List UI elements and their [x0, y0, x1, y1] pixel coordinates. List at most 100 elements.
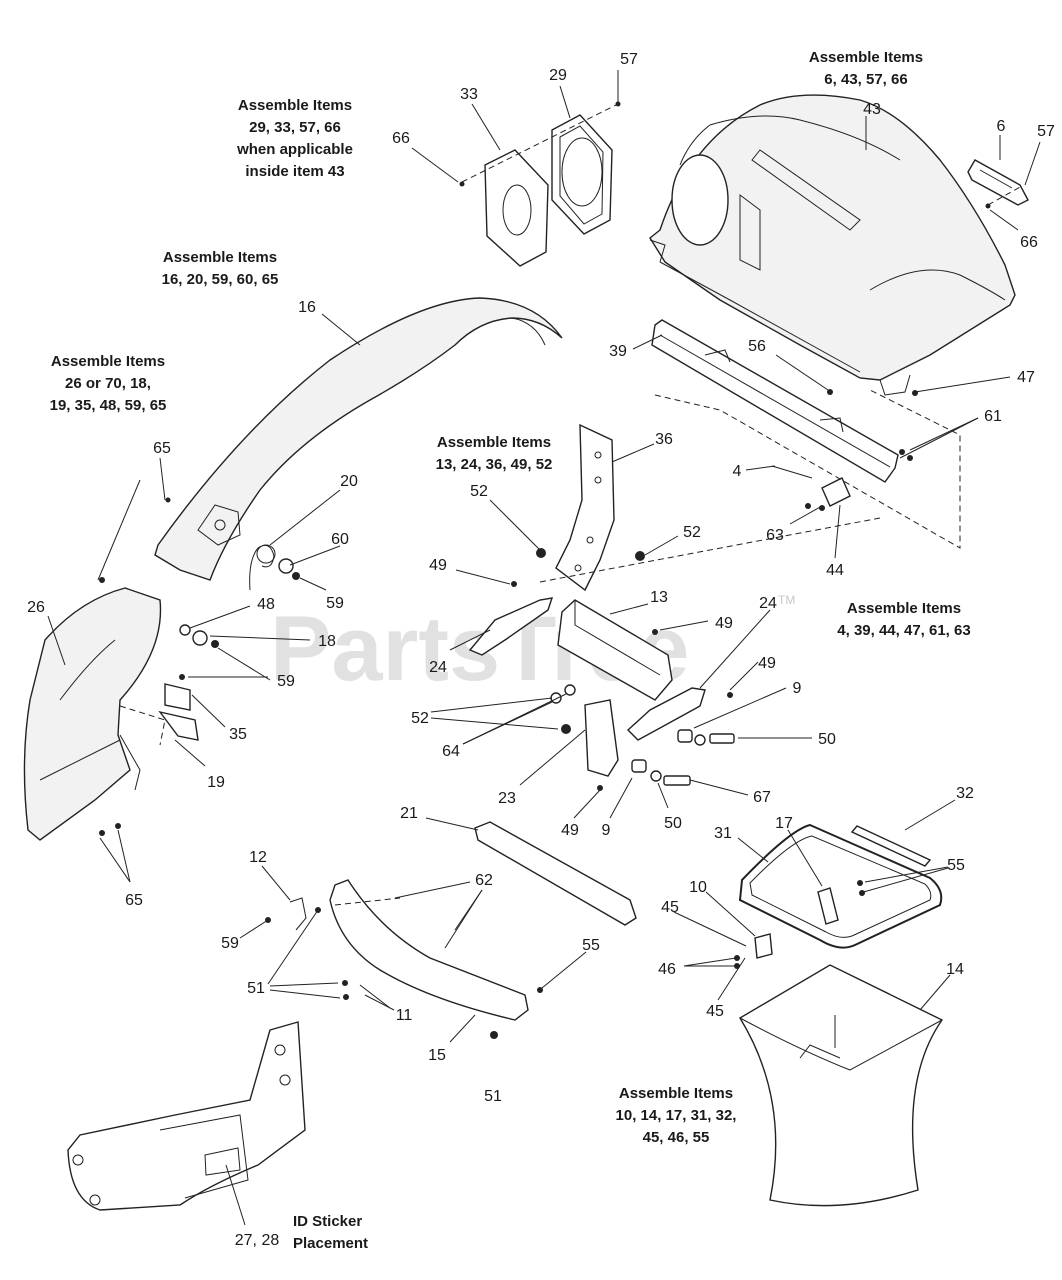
part-21-blade: [474, 821, 637, 926]
part-13-plate: [557, 599, 673, 701]
svg-text:10, 14, 17, 31, 32,: 10, 14, 17, 31, 32,: [616, 1107, 737, 1124]
svg-text:Assemble Items: Assemble Items: [437, 434, 551, 451]
leader-lines: [47, 70, 1041, 1226]
callout: 32: [956, 785, 974, 802]
part-59-nut-b: [211, 640, 219, 648]
part-44-bracket: [821, 477, 851, 507]
part-20-spring: [249, 544, 276, 591]
callout: 36: [655, 431, 673, 448]
callout: 14: [946, 961, 964, 978]
callout: 49: [429, 557, 447, 574]
part-10-bracket: [754, 933, 773, 959]
callout: 26: [27, 599, 45, 616]
svg-text:when applicable: when applicable: [236, 141, 353, 158]
svg-text:ID Sticker: ID Sticker: [293, 1213, 362, 1230]
svg-text:45, 46, 55: 45, 46, 55: [643, 1129, 710, 1146]
callout: 56: [748, 338, 766, 355]
callout: 10: [689, 879, 707, 896]
svg-text:Assemble Items: Assemble Items: [619, 1085, 733, 1102]
svg-text:inside item 43: inside item 43: [245, 163, 344, 180]
callout: 60: [331, 531, 349, 548]
part-60-washer: [278, 558, 294, 574]
assembly-note-6: Assemble Items 4, 39, 44, 47, 61, 63: [837, 600, 970, 639]
callout: 65: [125, 892, 143, 909]
callout: 44: [826, 562, 844, 579]
callout: 35: [229, 726, 247, 743]
callout: 45: [706, 1003, 724, 1020]
callout: 24: [429, 659, 447, 676]
callout: 23: [498, 790, 516, 807]
svg-text:Assemble Items: Assemble Items: [51, 353, 165, 370]
callout: 55: [947, 857, 965, 874]
svg-text:Placement: Placement: [293, 1235, 368, 1252]
callout: 59: [326, 595, 344, 612]
callout: 45: [661, 899, 679, 916]
svg-text:6, 43, 57, 66: 6, 43, 57, 66: [824, 71, 907, 88]
callout: 9: [602, 822, 611, 839]
part-35-bracket: [164, 683, 191, 711]
callout: 50: [664, 815, 682, 832]
callout: 18: [318, 633, 336, 650]
callout: 4: [733, 463, 742, 480]
id-sticker-note: ID Sticker Placement: [293, 1213, 368, 1252]
part-19-bracket: [158, 710, 199, 741]
part-12-latch: [289, 897, 307, 931]
callout: 48: [257, 596, 275, 613]
callout: 52: [683, 524, 701, 541]
callout: 59: [221, 935, 239, 952]
assembly-note-3: Assemble Items 16, 20, 59, 60, 65: [162, 249, 279, 288]
callout: 66: [392, 130, 410, 147]
callout: 67: [753, 789, 771, 806]
hardware-9-50-67: [631, 729, 735, 786]
part-59-nut-a: [292, 572, 300, 580]
callout: 62: [475, 872, 493, 889]
callout: 51: [484, 1088, 502, 1105]
callout: 66: [1020, 234, 1038, 251]
assembly-note-7: Assemble Items 10, 14, 17, 31, 32, 45, 4…: [616, 1085, 737, 1146]
part-14-bag: [739, 964, 944, 1207]
callout: 11: [396, 1007, 413, 1024]
part-24-bracket-left: [468, 597, 554, 656]
callout: 43: [863, 101, 881, 118]
part-4-pin: [771, 465, 813, 479]
part-31-frame: [738, 823, 943, 949]
callout: 19: [207, 774, 225, 791]
callout: 47: [1017, 369, 1035, 386]
callout: 17: [775, 815, 793, 832]
callout: 13: [650, 589, 668, 606]
part-15-housing: [329, 879, 529, 1021]
svg-text:Assemble Items: Assemble Items: [163, 249, 277, 266]
callout: 63: [766, 527, 784, 544]
part-23-bracket: [584, 699, 619, 777]
callout: 49: [561, 822, 579, 839]
alignment-lines: [119, 103, 1023, 906]
callout: 6: [997, 118, 1006, 135]
callout: 57: [620, 51, 638, 68]
callout: 61: [984, 408, 1002, 425]
part-26-chute: [23, 587, 162, 841]
svg-text:4, 39, 44, 47, 61, 63: 4, 39, 44, 47, 61, 63: [837, 622, 970, 639]
callout: 9: [793, 680, 802, 697]
part-48-washer: [179, 624, 191, 636]
part-16-tube: [154, 297, 563, 581]
callout: 31: [714, 825, 732, 842]
callout: 52: [411, 710, 429, 727]
callout: 29: [549, 67, 567, 84]
part-24-bracket-right: [626, 687, 706, 741]
hardware-dots: [99, 101, 991, 1039]
callout: 15: [428, 1047, 446, 1064]
svg-text:29, 33, 57, 66: 29, 33, 57, 66: [249, 119, 341, 136]
callout: 49: [758, 655, 776, 672]
callouts: 57 29 33 66 43 6 57 66 16 39 56 47 61 65…: [27, 51, 1055, 1249]
callout: 24: [759, 595, 777, 612]
callout: 57: [1037, 123, 1055, 140]
part-18-bushing: [192, 630, 208, 646]
callout: 27, 28: [235, 1232, 280, 1249]
callout: 51: [247, 980, 265, 997]
part-33-plate: [484, 149, 549, 267]
callout: 21: [400, 805, 418, 822]
callout: 16: [298, 299, 316, 316]
svg-text:Assemble Items: Assemble Items: [238, 97, 352, 114]
part-39-channel: [651, 319, 899, 483]
